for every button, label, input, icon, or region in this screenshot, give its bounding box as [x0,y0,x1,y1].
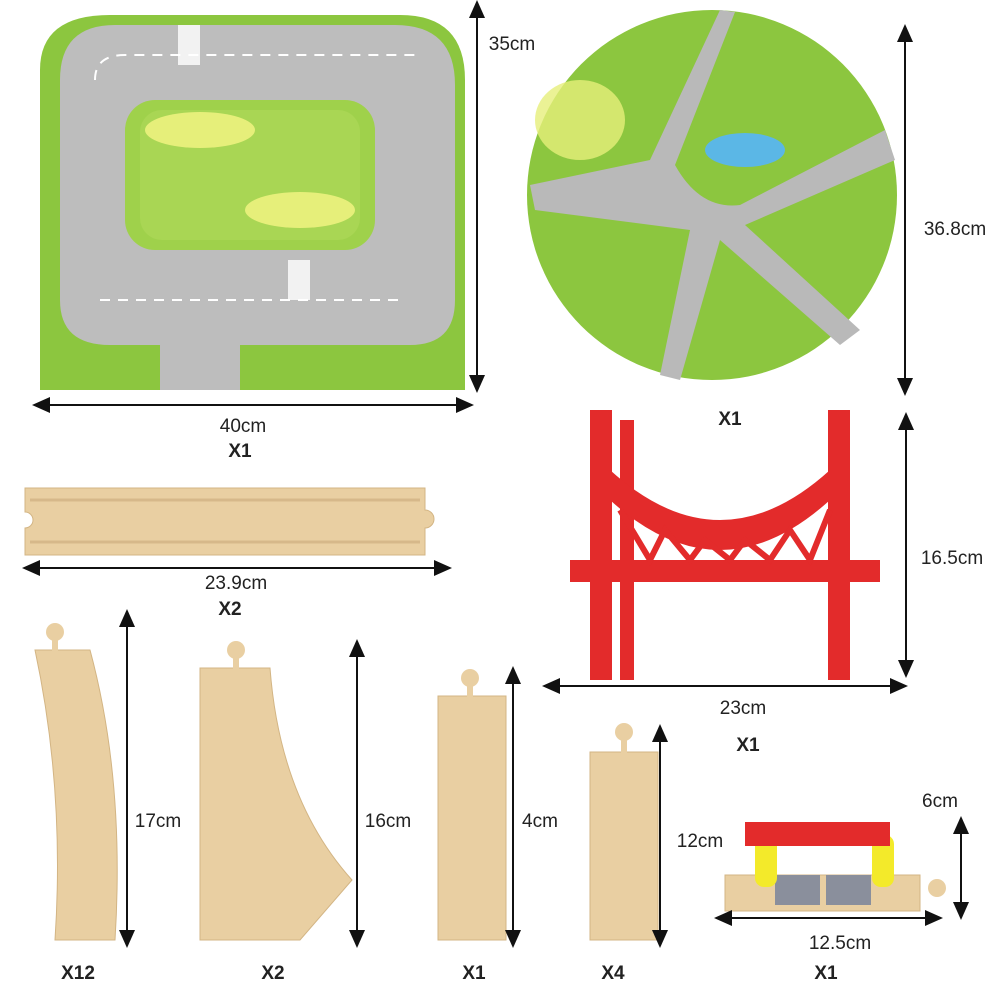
quantity-label: X12 [61,963,95,984]
quantity-label: X1 [814,963,838,984]
quantity-label: X2 [218,599,242,620]
height-label: 6cm [922,791,958,812]
square-road-mat [40,15,465,390]
long-straight-track [24,487,435,556]
height-label: 16.5cm [920,548,984,569]
quantity-label: X1 [736,735,760,756]
quantity-label: X1 [228,441,252,462]
length-label: 17cm [134,811,182,832]
medium-straight-track [437,669,507,941]
width-label: 40cm [219,416,267,437]
short-straight-track [589,723,659,941]
length-label: 16cm [364,811,412,832]
length-label: 4cm [522,811,558,832]
length-label: 12cm [676,831,724,852]
curved-track [34,623,118,941]
quantity-label: X2 [261,963,285,984]
switch-track [199,641,353,941]
width-label: 12.5cm [808,933,872,954]
quantity-label: X1 [462,963,486,984]
height-label: 35cm [488,34,536,55]
diameter-label: 36.8cm [923,219,987,240]
quantity-label: X4 [601,963,625,984]
round-road-mat [527,10,897,380]
length-label: 23.9cm [204,573,268,594]
crossing-gate [724,822,946,912]
quantity-label: X1 [718,409,742,430]
width-label: 23cm [719,698,767,719]
suspension-bridge [570,410,880,680]
